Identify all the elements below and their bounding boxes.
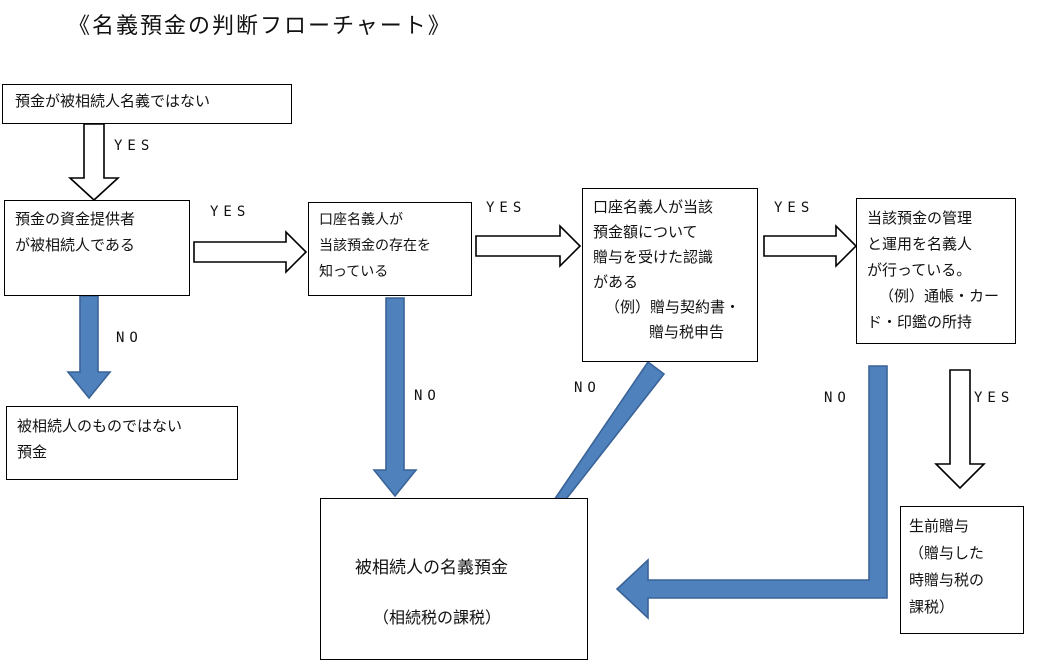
box-line: 預金 — [17, 443, 48, 461]
box-management: 当該預金の管理 と運用を名義人 が行っている。 （例）通帳・カー ド・印鑑の所持 — [856, 198, 1016, 344]
label-yes: YES — [774, 200, 815, 216]
box-line: 贈与税申告 — [649, 323, 725, 341]
yes-arrow-down-1 — [67, 123, 121, 202]
box-line: 預金が被相続人名義ではない — [15, 92, 211, 110]
box-line: 預金額について — [593, 223, 698, 241]
label-no: NO — [414, 388, 441, 404]
box-lifetime-gift: 生前贈与 （贈与した 時贈与税の 課税） — [900, 506, 1024, 634]
box-line: 知っている — [319, 264, 389, 280]
label-no: NO — [824, 390, 851, 406]
box-line: 贈与を受けた認識 — [593, 248, 714, 266]
box-line: 時贈与税の — [909, 571, 985, 589]
yes-arrow-down-2 — [934, 369, 986, 490]
yes-arrow-right-1 — [193, 230, 308, 274]
box-not-deceased-deposit: 被相続人のものではない 預金 — [6, 406, 238, 480]
label-yes: YES — [114, 138, 155, 154]
box-line: 当該預金の存在を — [319, 238, 431, 254]
label-no: NO — [574, 380, 601, 396]
box-line: が行っている。 — [867, 261, 972, 279]
label-no: NO — [116, 330, 143, 346]
label-yes: YES — [974, 390, 1015, 406]
box-line: 課税） — [909, 598, 955, 616]
box-line: 被相続人の名義預金 — [355, 558, 508, 578]
no-arrow-elbow — [615, 365, 888, 620]
no-arrow-down-2 — [372, 297, 418, 498]
yes-arrow-right-2 — [475, 224, 582, 268]
box-line: （例）通帳・カー — [879, 287, 1000, 305]
no-arrow-down-1 — [66, 295, 112, 400]
box-nominee-deposit: 被相続人の名義預金 （相続税の課税） — [320, 498, 588, 660]
box-line: と運用を名義人 — [867, 235, 973, 253]
box-line: が被相続人である — [15, 236, 135, 254]
label-yes: YES — [210, 204, 251, 220]
box-line: 生前贈与 — [909, 517, 970, 535]
page-title: 《名義預金の判断フローチャート》 — [68, 14, 452, 39]
box-holder-knows: 口座名義人が 当該預金の存在を 知っている — [308, 202, 472, 296]
box-line: （贈与した — [909, 544, 985, 562]
box-line: がある — [593, 273, 639, 291]
box-line: ド・印鑑の所持 — [867, 313, 973, 331]
label-yes: YES — [486, 200, 527, 216]
box-not-deceased-name: 預金が被相続人名義ではない — [2, 84, 292, 124]
box-gift-recognition: 口座名義人が当該 預金額について 贈与を受けた認識 がある （例）贈与契約書・ … — [582, 188, 758, 362]
box-line: 被相続人のものではない — [17, 417, 183, 435]
box-line: 口座名義人が当該 — [593, 198, 714, 216]
box-line: 口座名義人が — [319, 212, 403, 228]
box-fund-provider: 預金の資金提供者 が被相続人である — [4, 200, 190, 296]
box-line: （例）贈与契約書・ — [605, 298, 741, 316]
box-line: 預金の資金提供者 — [15, 210, 136, 228]
box-line: 当該預金の管理 — [867, 209, 973, 227]
yes-arrow-right-3 — [763, 224, 858, 268]
box-line: （相続税の課税） — [373, 608, 502, 627]
